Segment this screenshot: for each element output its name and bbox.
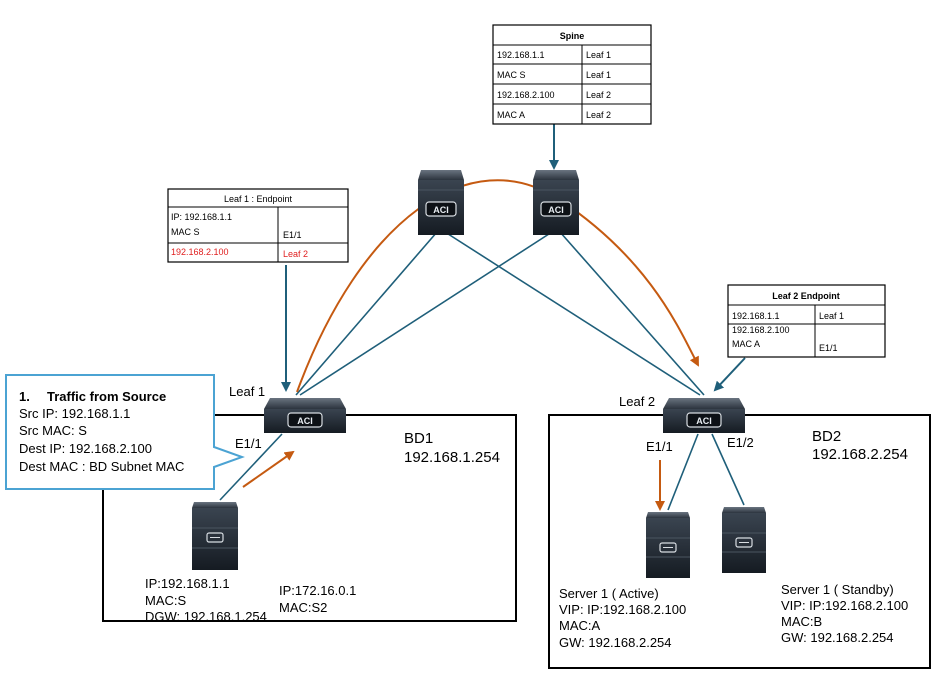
server-standby-gw: GW: 192.168.2.254 <box>781 630 894 645</box>
spine-table: Spine 192.168.1.1 Leaf 1 MAC S Leaf 1 19… <box>492 24 652 125</box>
callout-line: Src MAC: S <box>19 423 87 438</box>
leaf2-port1-label: E1/1 <box>646 439 673 454</box>
leaf1-table-mac: MAC S <box>171 227 200 237</box>
host1-dgw: DGW: 192.168.1.254 <box>145 609 267 624</box>
leaf1-table-title: Leaf 1 : Endpoint <box>224 194 293 204</box>
leaf1-table-ip: IP: 192.168.1.1 <box>171 212 232 222</box>
leaf2-table-title: Leaf 2 Endpoint <box>772 291 840 301</box>
link-leaf2-spine2 <box>559 231 705 396</box>
leaf2-table-arrow <box>713 357 746 392</box>
link-leaf1-host1 <box>219 433 283 501</box>
leaf2-table-cell: E1/1 <box>819 343 838 353</box>
spine-table-cell: 192.168.1.1 <box>497 50 545 60</box>
server-standby-drive-icon <box>735 537 753 548</box>
spine-table-cell: Leaf 1 <box>586 50 611 60</box>
leaf1-switch: ACI <box>264 398 346 433</box>
spine-table-cell: Leaf 2 <box>586 90 611 100</box>
link-leaf1-spine1 <box>295 231 438 396</box>
spine-table-cell: MAC S <box>497 70 526 80</box>
spine-table-cell: Leaf 2 <box>586 110 611 120</box>
fabric-links <box>219 231 745 511</box>
spine-table-title: Spine <box>560 31 585 41</box>
callout-heading-number: 1. <box>19 389 30 404</box>
server-standby-name: Server 1 ( Standby) <box>781 582 894 597</box>
host1-server <box>192 502 238 570</box>
link-leaf2-server-active <box>667 433 699 511</box>
spine-1-aci-badge: ACI <box>433 205 449 215</box>
leaf1-aci-badge: ACI <box>297 416 313 426</box>
link-leaf1-spine2 <box>299 231 553 396</box>
traffic-callout: 1. Traffic from Source Src IP: 192.168.1… <box>5 374 245 490</box>
host1-mac: MAC:S <box>145 593 187 608</box>
server-standby <box>722 507 766 573</box>
spine-2-aci-badge: ACI <box>548 205 564 215</box>
host2-mac: MAC:S2 <box>279 600 327 615</box>
leaf2-table-cell: Leaf 1 <box>819 311 844 321</box>
server-active-gw: GW: 192.168.2.254 <box>559 635 672 650</box>
host1-ip: IP:192.168.1.1 <box>145 576 230 591</box>
leaf2-aci-badge: ACI <box>696 416 712 426</box>
server-standby-mac: MAC:B <box>781 614 822 629</box>
server-standby-vip: VIP: IP:192.168.2.100 <box>781 598 908 613</box>
bd2-subnet: 192.168.2.254 <box>812 446 908 463</box>
traffic-host-to-leaf1-arrow <box>242 450 295 488</box>
leaf2-label: Leaf 2 <box>619 394 655 409</box>
callout-line: Src IP: 192.168.1.1 <box>19 406 130 421</box>
leaf1-label: Leaf 1 <box>229 384 265 399</box>
server-active-name: Server 1 ( Active) <box>559 586 659 601</box>
bd2-name: BD2 <box>812 428 841 445</box>
host1-drive-icon <box>206 532 224 543</box>
spine-switch-1: ACI <box>418 170 464 235</box>
server-active-drive-icon <box>659 542 677 553</box>
link-leaf2-spine1 <box>444 231 701 396</box>
leaf1-table-port: E1/1 <box>283 230 302 240</box>
spine-table-cell: 192.168.2.100 <box>497 90 555 100</box>
link-leaf2-server-standby <box>711 433 745 506</box>
leaf2-table-cell: MAC A <box>732 339 760 349</box>
leaf1-table-remote-leaf: Leaf 2 <box>283 249 308 259</box>
leaf2-endpoint-table: Leaf 2 Endpoint 192.168.1.1 Leaf 1 192.1… <box>727 284 886 358</box>
spine-switch-2: ACI <box>533 170 579 235</box>
spine-table-cell: MAC A <box>497 110 525 120</box>
leaf2-port2-label: E1/2 <box>727 435 754 450</box>
leaf2-table-cell: 192.168.1.1 <box>732 311 780 321</box>
leaf2-switch: ACI <box>663 398 745 433</box>
server-active <box>646 512 690 578</box>
callout-heading: Traffic from Source <box>47 389 166 404</box>
leaf1-port-label: E1/1 <box>235 436 262 451</box>
callout-line: Dest MAC : BD Subnet MAC <box>19 459 184 474</box>
traffic-path-arrow <box>296 179 699 393</box>
leaf2-table-cell: 192.168.2.100 <box>732 325 790 335</box>
host2-ip: IP:172.16.0.1 <box>279 583 356 598</box>
spine-table-cell: Leaf 1 <box>586 70 611 80</box>
leaf1-endpoint-table: Leaf 1 : Endpoint IP: 192.168.1.1 MAC S … <box>167 188 349 263</box>
leaf1-table-remote-ip: 192.168.2.100 <box>171 247 229 257</box>
bd1-name: BD1 <box>404 430 433 447</box>
server-active-vip: VIP: IP:192.168.2.100 <box>559 602 686 617</box>
server-active-mac: MAC:A <box>559 618 601 633</box>
bd1-subnet: 192.168.1.254 <box>404 449 500 466</box>
callout-line: Dest IP: 192.168.2.100 <box>19 441 152 456</box>
